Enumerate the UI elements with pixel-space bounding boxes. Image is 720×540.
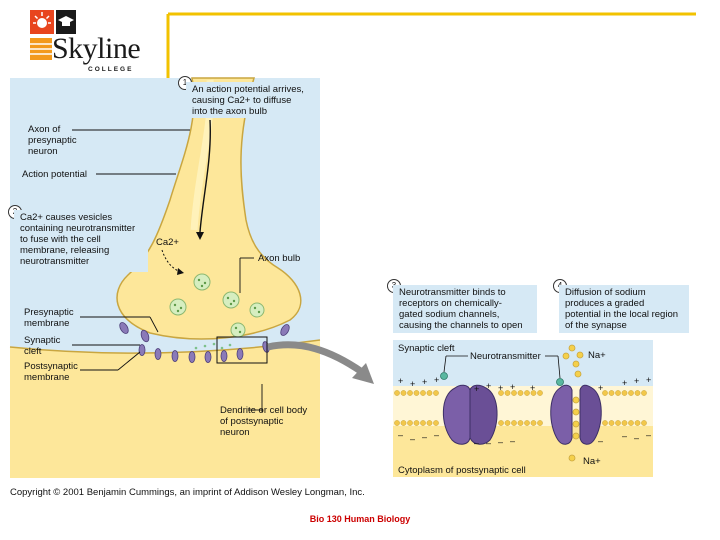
svg-text:–: – <box>622 431 627 441</box>
svg-text:+: + <box>410 379 415 389</box>
membrane-bead <box>400 390 407 396</box>
synaptic-cleft-label: Synaptic cleft <box>24 335 61 357</box>
membrane-bead <box>407 420 413 426</box>
membrane-bead <box>524 390 530 396</box>
svg-text:+: + <box>498 383 503 393</box>
membrane-bead <box>400 420 407 426</box>
membrane-bead <box>433 420 439 426</box>
svg-text:–: – <box>434 430 439 440</box>
svg-text:+: + <box>634 376 639 386</box>
membrane-bead <box>602 420 608 426</box>
step-3-callout: Neurotransmitter binds to receptors on c… <box>393 285 537 333</box>
step-2-callout: Ca2+ causes vesicles containing neurotra… <box>14 210 148 272</box>
svg-text:–: – <box>486 438 491 448</box>
svg-text:–: – <box>422 432 427 442</box>
membrane-bead <box>634 420 641 426</box>
neurotransmitter-label: Neurotransmitter <box>470 351 541 362</box>
sun-logo-icon <box>30 10 54 34</box>
svg-text:–: – <box>598 436 603 446</box>
membrane-bead <box>641 420 647 426</box>
sodium-channel-closed <box>442 384 498 445</box>
calcium-label: Ca2+ <box>156 237 179 248</box>
membrane-bead <box>628 420 634 426</box>
svg-text:+: + <box>422 377 427 387</box>
graduation-cap-icon <box>56 10 76 34</box>
presynaptic-membrane-label: Presynaptic membrane <box>24 307 74 329</box>
svg-text:–: – <box>634 433 639 443</box>
footer-course-title: Bio 130 Human Biology <box>309 514 411 524</box>
svg-text:–: – <box>398 430 403 440</box>
membrane-bead <box>394 390 400 396</box>
membrane-bead <box>615 420 621 426</box>
svg-text:–: – <box>498 437 503 447</box>
sodium-top-label: Na+ <box>588 350 606 361</box>
axon-bulb-label: Axon bulb <box>258 253 301 264</box>
membrane-bead <box>621 420 628 426</box>
membrane-bead <box>524 420 530 426</box>
action-potential-label: Action potential <box>22 169 87 180</box>
membrane-bead <box>530 420 537 426</box>
membrane-bead <box>504 420 511 426</box>
logo-wordmark: Skyline <box>52 32 141 65</box>
svg-text:+: + <box>486 381 491 391</box>
svg-text:+: + <box>530 383 535 393</box>
membrane-bead <box>498 390 504 396</box>
membrane-bead <box>413 390 420 396</box>
membrane-bead <box>420 390 426 396</box>
membrane-bead <box>433 390 439 396</box>
step-1-callout: An action potential arrives, causing Ca2… <box>186 82 318 118</box>
membrane-bead <box>608 420 615 426</box>
copyright-text: Copyright © 2001 Benjamin Cummings, an i… <box>10 487 365 498</box>
orange-stripes-icon <box>30 38 52 60</box>
membrane-bead <box>530 390 537 396</box>
cytoplasm-label: Cytoplasm of postsynaptic cell <box>398 465 526 476</box>
membrane-bead <box>511 420 517 426</box>
membrane-bead <box>634 390 641 396</box>
membrane-bead <box>537 390 543 396</box>
membrane-bead <box>628 390 634 396</box>
membrane-bead <box>621 390 628 396</box>
svg-text:+: + <box>598 383 603 393</box>
inset-synaptic-cleft-label: Synaptic cleft <box>398 343 455 354</box>
svg-text:+: + <box>474 384 479 394</box>
membrane-bead <box>511 390 517 396</box>
membrane-bead <box>426 390 433 396</box>
axon-label: Axon of presynaptic neuron <box>28 124 77 157</box>
step-4-callout: Diffusion of sodium produces a graded po… <box>559 285 689 333</box>
membrane-bead <box>615 390 621 396</box>
membrane-bead <box>394 420 400 426</box>
sodium-channel-open <box>550 384 602 445</box>
svg-text:+: + <box>646 375 651 385</box>
membrane-bead <box>608 390 615 396</box>
membrane-bead <box>504 390 511 396</box>
membrane-bead <box>413 420 420 426</box>
svg-text:+: + <box>622 378 627 388</box>
membrane-bead <box>641 390 647 396</box>
membrane-bead <box>517 390 524 396</box>
membrane-bead <box>420 420 426 426</box>
membrane-bead <box>407 390 413 396</box>
membrane-bead <box>602 390 608 396</box>
dendrite-label: Dendrite or cell body of postsynaptic ne… <box>220 405 308 438</box>
svg-text:+: + <box>398 376 403 386</box>
membrane-bead <box>426 420 433 426</box>
postsynaptic-membrane-label: Postsynaptic membrane <box>24 361 78 383</box>
svg-text:–: – <box>646 430 651 440</box>
membrane-bead <box>537 420 543 426</box>
svg-text:+: + <box>510 382 515 392</box>
svg-text:+: + <box>434 375 439 385</box>
logo-subtitle: COLLEGE <box>88 66 134 73</box>
svg-text:–: – <box>474 438 479 448</box>
svg-text:–: – <box>510 436 515 446</box>
svg-text:–: – <box>410 434 415 444</box>
sodium-bottom-label: Na+ <box>583 456 601 467</box>
membrane-bead <box>517 420 524 426</box>
membrane-bead <box>498 420 504 426</box>
